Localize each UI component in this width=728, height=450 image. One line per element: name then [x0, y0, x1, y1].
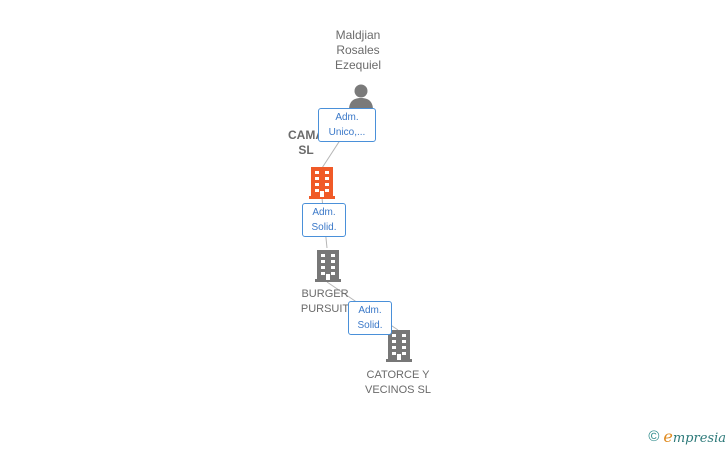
company-label-cama[interactable]: CAMA SL: [288, 128, 324, 157]
person-icon[interactable]: [347, 82, 375, 110]
role-badge-adm-unico[interactable]: Adm. Unico,...: [318, 108, 376, 142]
company-label-catorce[interactable]: CATORCE Y VECINOS SL: [364, 369, 432, 396]
copyright-icon: ©: [648, 428, 660, 445]
brand-logo: empresia: [663, 427, 726, 446]
building-icon-burger[interactable]: [313, 248, 343, 282]
building-icon-catorce[interactable]: [384, 328, 414, 362]
building-icon-cama[interactable]: [307, 165, 337, 199]
company-label-burger[interactable]: BURGER PURSUIT: [300, 288, 350, 315]
footer-brand[interactable]: © empresia: [648, 427, 726, 446]
role-badge-adm-solid-1[interactable]: Adm. Solid.: [302, 203, 346, 237]
person-name[interactable]: Maldjian Rosales Ezequiel: [334, 28, 382, 72]
role-badge-adm-solid-2[interactable]: Adm. Solid.: [348, 301, 392, 335]
